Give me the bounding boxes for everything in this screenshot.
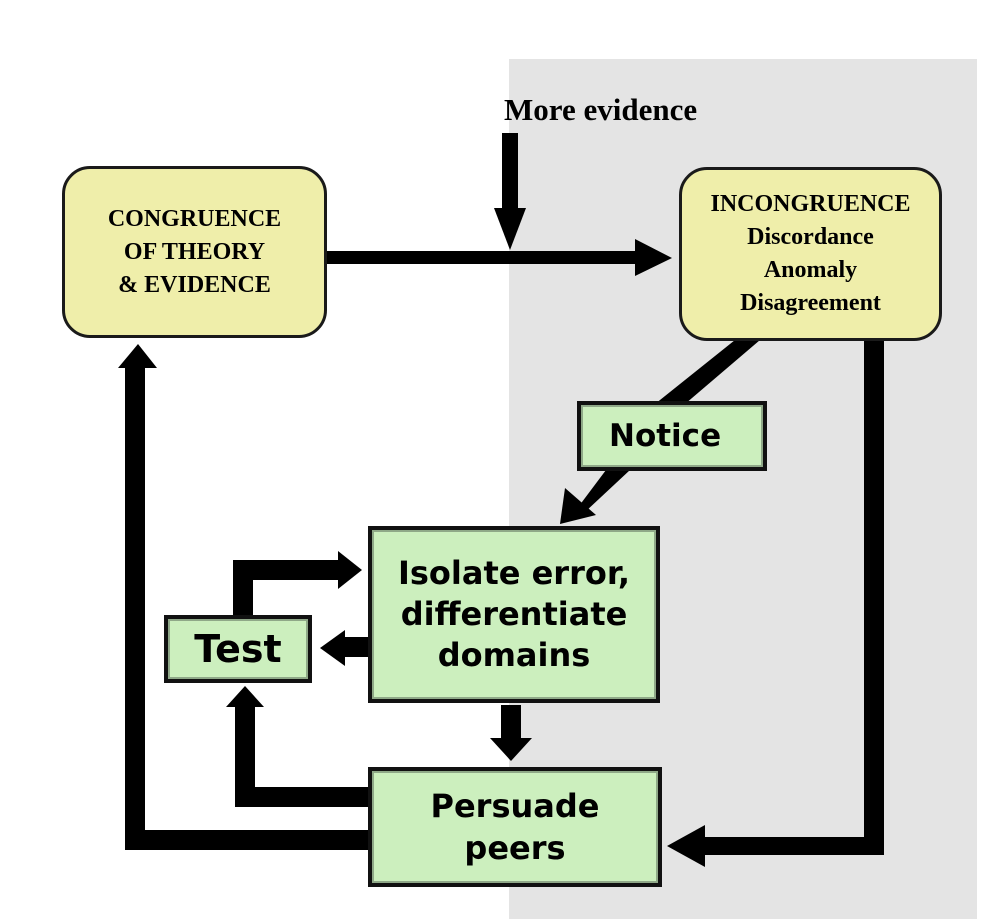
- congruence-line: OF THEORY: [123, 238, 266, 265]
- persuade-line: peers: [464, 829, 566, 867]
- incongruence-node: INCONGRUENCE Discordance Anomaly Disagre…: [679, 167, 942, 341]
- congruence-line: CONGRUENCE: [107, 205, 282, 232]
- incongruence-title: INCONGRUENCE: [710, 191, 911, 217]
- notice-label: Notice: [609, 418, 722, 454]
- arrow-incongruence-to-isolate: [560, 340, 760, 524]
- arrow-more-evidence: [494, 133, 526, 250]
- test-label: Test: [194, 627, 282, 671]
- congruence-line: & EVIDENCE: [118, 271, 271, 298]
- congruence-node: CONGRUENCE OF THEORY & EVIDENCE: [62, 166, 327, 338]
- incongruence-line: Discordance: [747, 224, 874, 250]
- isolate-line: Isolate error,: [397, 554, 631, 592]
- incongruence-line: Anomaly: [763, 257, 858, 283]
- arrow-incongruence-to-persuade: [667, 340, 884, 867]
- isolate-node: Isolate error, differentiate domains: [368, 526, 660, 703]
- arrow-isolate-to-persuade: [490, 705, 532, 761]
- isolate-line: differentiate: [400, 595, 628, 633]
- persuade-node: Persuade peers: [368, 767, 662, 887]
- more-evidence-label: More evidence: [504, 92, 698, 127]
- incongruence-line: Disagreement: [740, 290, 881, 316]
- arrow-persuade-to-test: [226, 686, 373, 807]
- arrow-test-to-isolate: [233, 551, 362, 618]
- test-node: Test: [164, 615, 312, 683]
- persuade-line: Persuade: [430, 787, 600, 825]
- isolate-line: domains: [437, 636, 591, 674]
- arrow-isolate-to-test: [320, 630, 372, 666]
- notice-node: Notice: [577, 401, 767, 471]
- arrow-persuade-to-congruence: [118, 344, 373, 850]
- arrow-congruence-to-incongruence: [326, 239, 672, 276]
